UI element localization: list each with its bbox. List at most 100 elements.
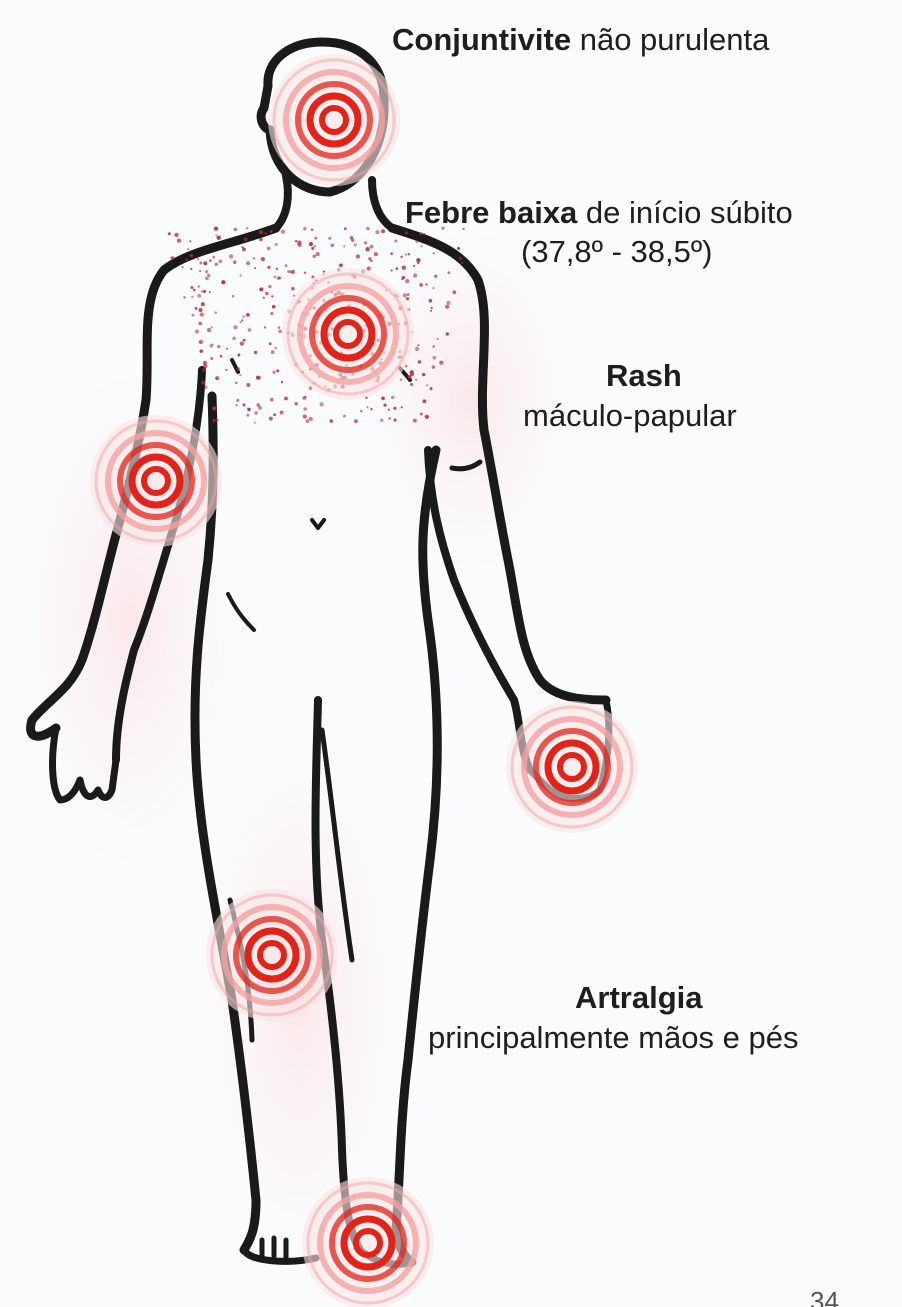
rash-dot <box>233 260 237 264</box>
rash-dot <box>243 403 246 406</box>
rash-dot <box>190 254 193 257</box>
rash-dot <box>354 419 358 423</box>
rash-dot <box>241 246 243 248</box>
rash-dot <box>278 326 281 329</box>
rash-dot <box>253 257 255 259</box>
rash-dot <box>213 419 216 422</box>
rash-dot <box>278 330 281 333</box>
rash-dot <box>259 230 263 234</box>
rash-dot <box>422 373 425 376</box>
rash-dot <box>281 230 285 234</box>
rash-dot <box>191 314 194 317</box>
rash-dot <box>171 256 175 260</box>
rash-dot <box>246 383 250 387</box>
rash-dot <box>289 271 292 274</box>
rash-dot <box>418 360 422 364</box>
rash-dot <box>200 312 204 316</box>
rash-dot <box>405 279 409 283</box>
rash-dot <box>280 411 284 415</box>
rash-dot <box>269 342 272 345</box>
rash-dot <box>242 315 244 317</box>
target-eye <box>268 54 400 186</box>
target-chest <box>282 268 414 400</box>
rash-dot <box>244 237 248 241</box>
rash-dot <box>198 308 202 312</box>
rash-dot <box>278 277 281 280</box>
rash-dot <box>207 274 210 277</box>
label-rash: Rash <box>606 358 682 394</box>
rash-dot <box>215 376 219 380</box>
rash-dot <box>248 328 251 331</box>
rash-dot <box>199 349 202 352</box>
rash-dot <box>316 252 320 256</box>
rash-dot <box>339 263 343 267</box>
rash-dot <box>390 252 393 255</box>
rash-dot <box>291 287 295 291</box>
label-rash-sub: máculo-papular <box>523 398 737 434</box>
rash-dot <box>295 240 297 242</box>
rash-dot <box>410 370 414 374</box>
rash-dot <box>168 232 171 235</box>
rash-dot <box>429 299 433 303</box>
rash-dot <box>246 227 248 229</box>
label-fever-rest: de início súbito <box>577 195 792 230</box>
rash-dot <box>270 312 273 315</box>
rash-dot <box>243 339 246 342</box>
rash-dot <box>215 263 218 266</box>
rash-dot <box>269 417 273 421</box>
rash-dot <box>211 326 213 328</box>
rash-dot <box>205 277 209 281</box>
rash-dot <box>366 227 369 230</box>
rash-dot <box>295 402 298 405</box>
rash-dot <box>177 239 181 243</box>
rash-dot <box>241 319 243 321</box>
rash-dot <box>240 321 242 323</box>
rash-dot <box>394 240 397 243</box>
rash-dot <box>423 233 425 235</box>
rash-dot <box>328 237 331 240</box>
rash-dot <box>234 228 238 232</box>
rash-dot <box>405 253 407 255</box>
rash-dot <box>433 252 435 254</box>
rash-dot <box>265 292 268 295</box>
rash-dot <box>270 230 273 233</box>
rash-dot <box>268 285 271 288</box>
rash-dot <box>432 287 434 289</box>
rash-dot <box>461 262 463 264</box>
rash-dot <box>246 313 250 317</box>
rash-dot <box>303 407 307 411</box>
rash-dot <box>446 332 449 335</box>
target-right-knee <box>206 889 338 1021</box>
rash-dot <box>235 382 237 384</box>
rash-dot <box>254 351 257 354</box>
rash-dot <box>408 375 412 379</box>
rash-dot <box>381 229 385 233</box>
rash-dot <box>264 326 266 328</box>
rash-dot <box>303 415 307 419</box>
rash-dot <box>259 238 263 242</box>
rash-dot <box>220 355 223 358</box>
rash-dot <box>393 418 396 421</box>
rash-dot <box>209 344 212 347</box>
rash-dot <box>215 234 217 236</box>
rash-dot <box>240 274 242 276</box>
rash-dot <box>304 396 306 398</box>
rash-dot <box>430 310 432 312</box>
rash-dot <box>430 387 433 390</box>
rash-dot <box>459 257 462 260</box>
rash-dot <box>432 365 436 369</box>
rash-dot <box>382 397 385 400</box>
rash-dot <box>271 350 275 354</box>
rash-dot <box>400 378 402 380</box>
rash-dot <box>413 265 415 267</box>
rash-dot <box>370 260 372 262</box>
rash-dot <box>198 322 202 326</box>
rash-dot <box>276 268 279 271</box>
rash-dot <box>214 227 218 231</box>
rash-dot <box>203 261 207 265</box>
rash-dot <box>426 384 428 386</box>
label-rash-strong: Rash <box>606 358 682 393</box>
rash-dot <box>262 296 265 299</box>
rash-dot <box>190 268 192 270</box>
